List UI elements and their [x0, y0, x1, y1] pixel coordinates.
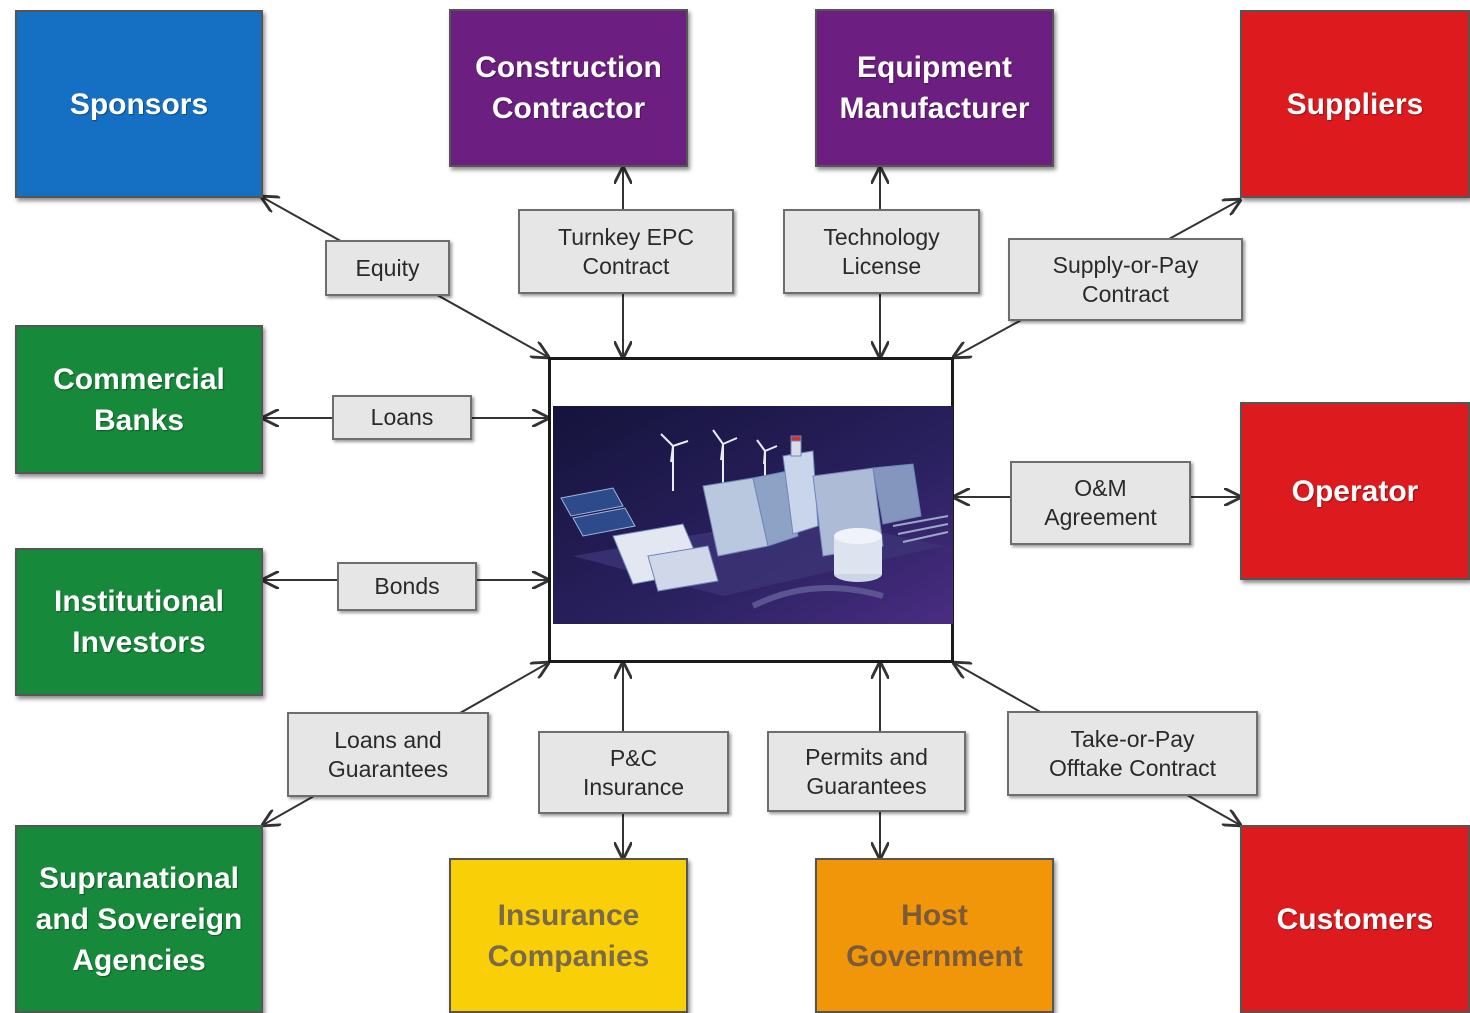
turnkey-epc-label: Turnkey EPC Contract: [518, 209, 734, 294]
take-or-pay-label: Take-or-Pay Offtake Contract: [1007, 711, 1258, 796]
equipment-manufacturer-box: Equipment Manufacturer: [815, 9, 1054, 167]
institutional-investors-box: Institutional Investors: [15, 548, 263, 696]
host-government-box: Host Government: [815, 858, 1054, 1013]
sponsors-box: Sponsors: [15, 10, 263, 198]
pc-insurance-label: P&C Insurance: [538, 731, 729, 814]
om-agreement-label: O&M Agreement: [1010, 461, 1191, 545]
project-company-box: [548, 357, 954, 663]
supply-or-pay-label: Supply-or-Pay Contract: [1008, 238, 1243, 321]
technology-license-label: Technology License: [783, 209, 980, 294]
operator-box: Operator: [1240, 402, 1470, 580]
insurance-companies-box: Insurance Companies: [449, 858, 688, 1013]
commercial-banks-box: Commercial Banks: [15, 325, 263, 474]
equity-label: Equity: [325, 240, 450, 296]
suppliers-box: Suppliers: [1240, 10, 1470, 198]
construction-contractor-box: Construction Contractor: [449, 9, 688, 167]
power-plant-illustration: [553, 406, 953, 624]
loans-guarantees-label: Loans and Guarantees: [287, 712, 489, 797]
loans-label: Loans: [332, 395, 472, 440]
permits-guarantees-label: Permits and Guarantees: [767, 731, 966, 812]
supranational-agencies-box: Supranational and Sovereign Agencies: [15, 825, 263, 1013]
bonds-label: Bonds: [337, 562, 477, 611]
customers-box: Customers: [1240, 825, 1470, 1013]
